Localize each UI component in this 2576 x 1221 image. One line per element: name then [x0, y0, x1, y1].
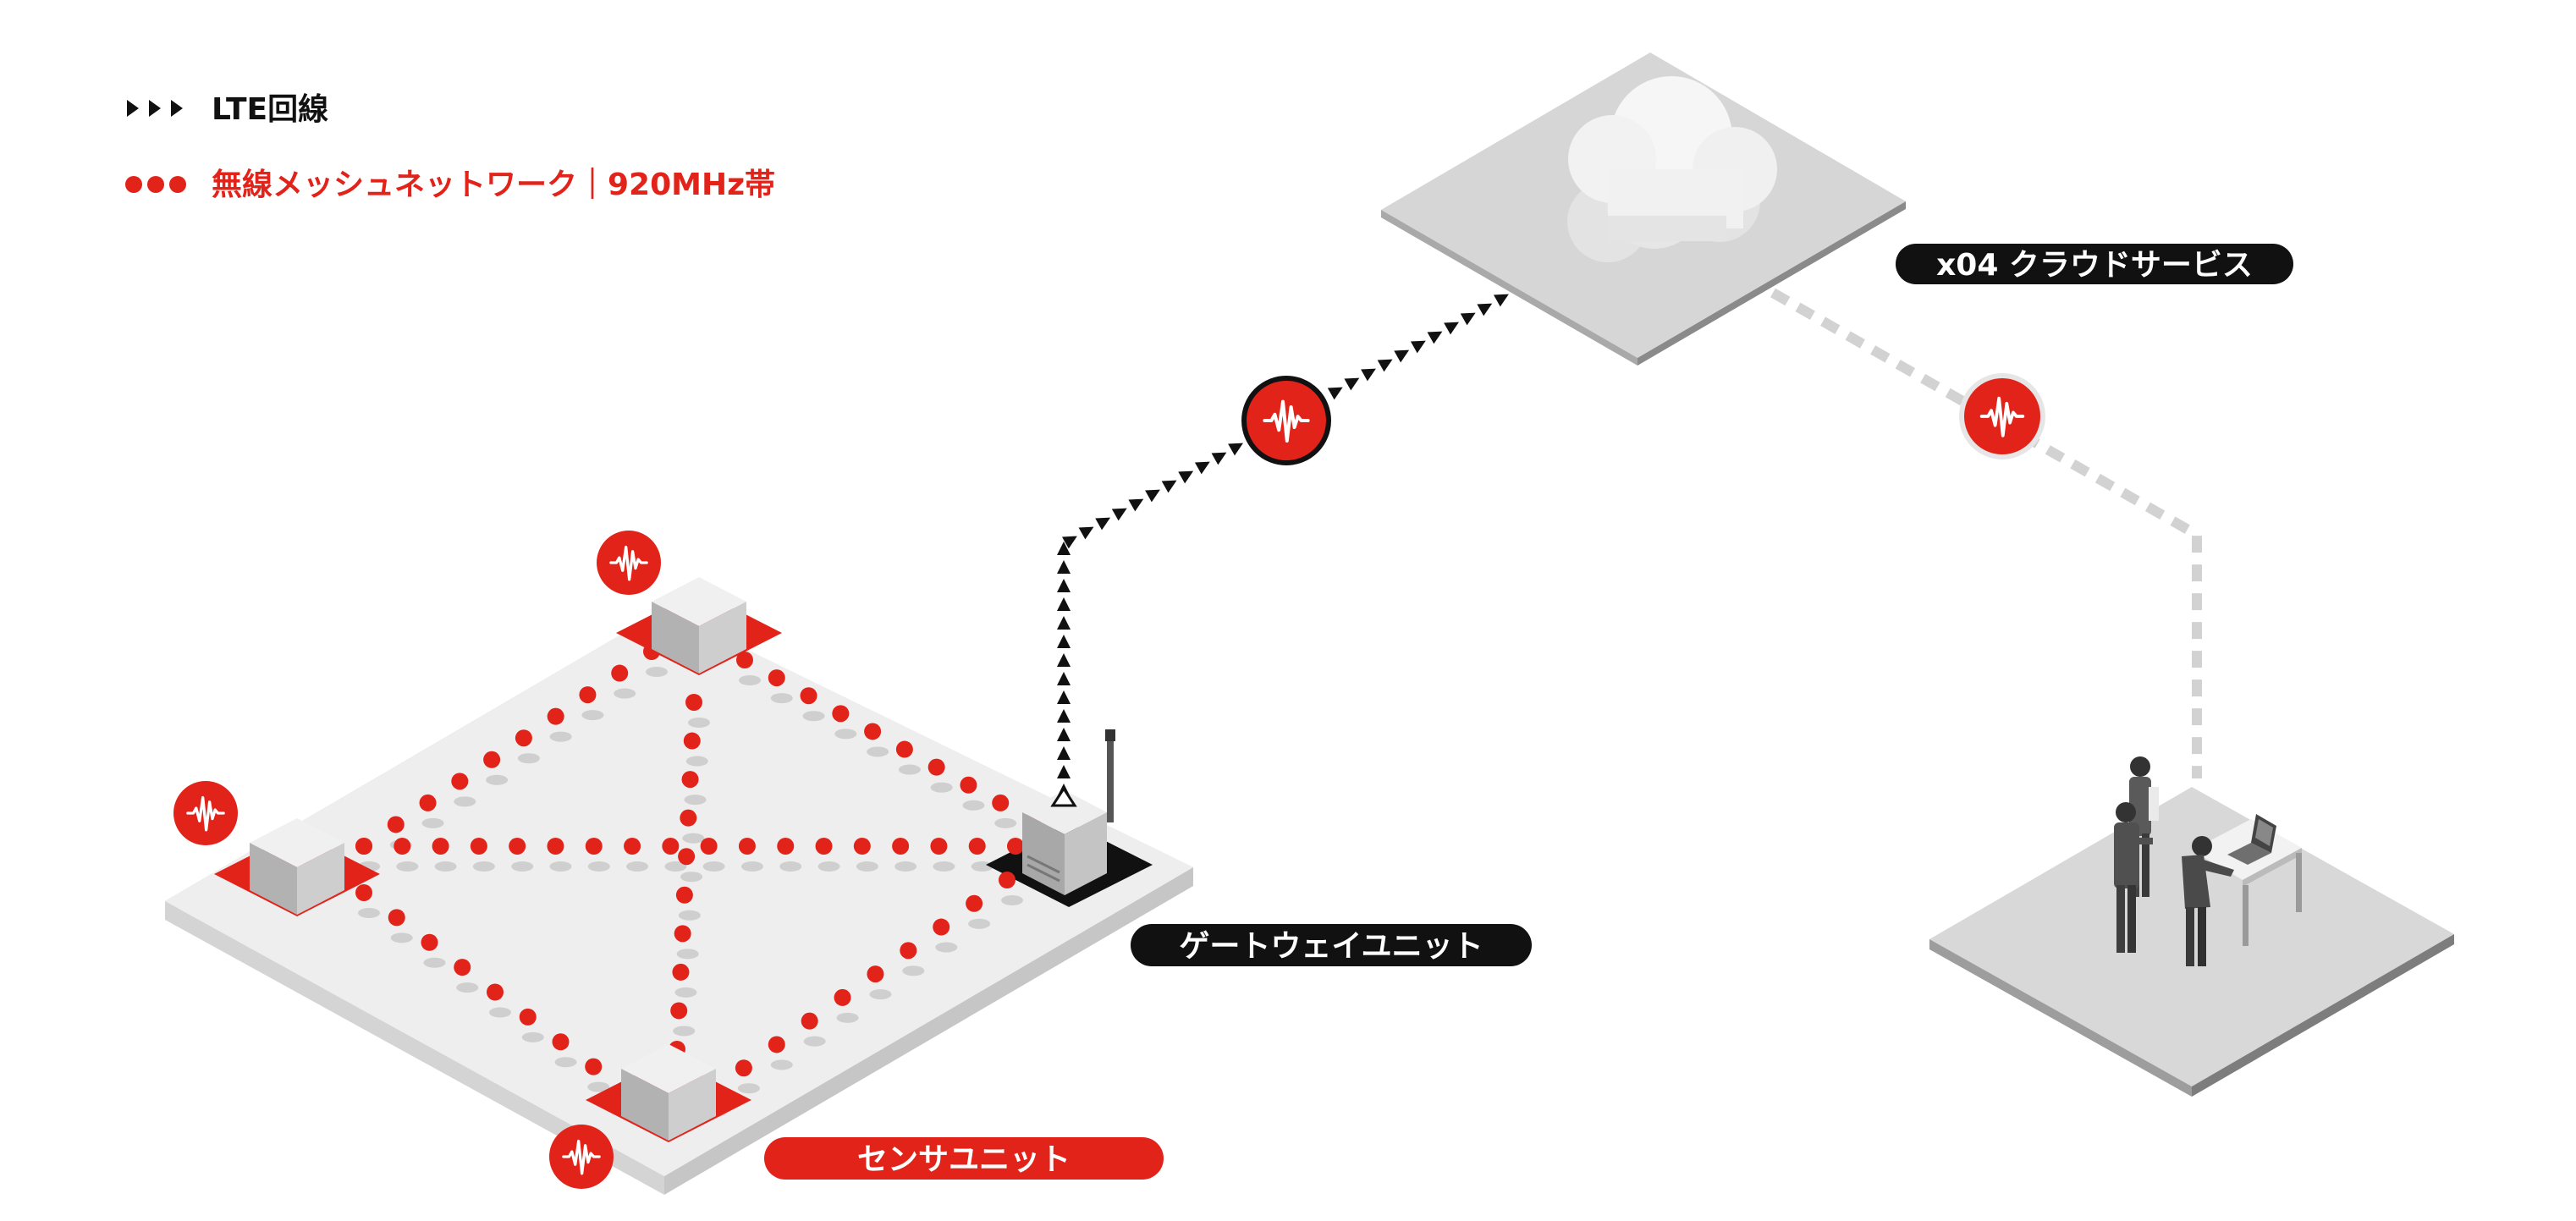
mesh-legend-label: 無線メッシュネットワーク｜920MHz帯	[212, 167, 775, 202]
sensor-unit-label-text: センサユニット	[857, 1142, 1071, 1177]
person-icon	[2182, 836, 2234, 966]
legend: LTE回線 無線メッシュネットワーク｜920MHz帯	[125, 92, 775, 202]
lte-link	[1050, 294, 1509, 807]
cloud-service-label-text: x04 クラウドサービス	[1936, 248, 2253, 283]
wave-badge-icon	[173, 781, 238, 845]
gateway-unit	[1022, 729, 1115, 895]
gateway-unit-label: ゲートウェイユニット	[1131, 924, 1532, 966]
lte-legend-label: LTE回線	[212, 92, 328, 127]
mesh-network-dots	[355, 643, 1041, 1100]
wave-badge-icon	[549, 1125, 614, 1189]
wave-badge-icon	[1241, 376, 1331, 465]
cloud-icon	[1567, 76, 1777, 262]
cloud-service-label: x04 クラウドサービス	[1896, 244, 2293, 284]
lte-legend-marker	[127, 100, 183, 117]
person-icon	[2114, 802, 2153, 953]
wave-badge-icon	[597, 531, 661, 595]
sensor-unit-left	[250, 818, 344, 915]
sensor-unit-label: センサユニット	[764, 1137, 1164, 1180]
wave-badge-icon	[1959, 373, 2045, 459]
office-scene	[2114, 756, 2302, 966]
gateway-unit-label-text: ゲートウェイユニット	[1179, 929, 1483, 964]
antenna-icon	[1107, 729, 1114, 822]
mesh-legend-marker	[125, 176, 186, 193]
sensor-unit-bottom	[621, 1044, 716, 1141]
laptop-icon	[2227, 814, 2276, 865]
cloud-office-link	[1770, 288, 2202, 778]
sensor-unit-top	[652, 577, 746, 674]
